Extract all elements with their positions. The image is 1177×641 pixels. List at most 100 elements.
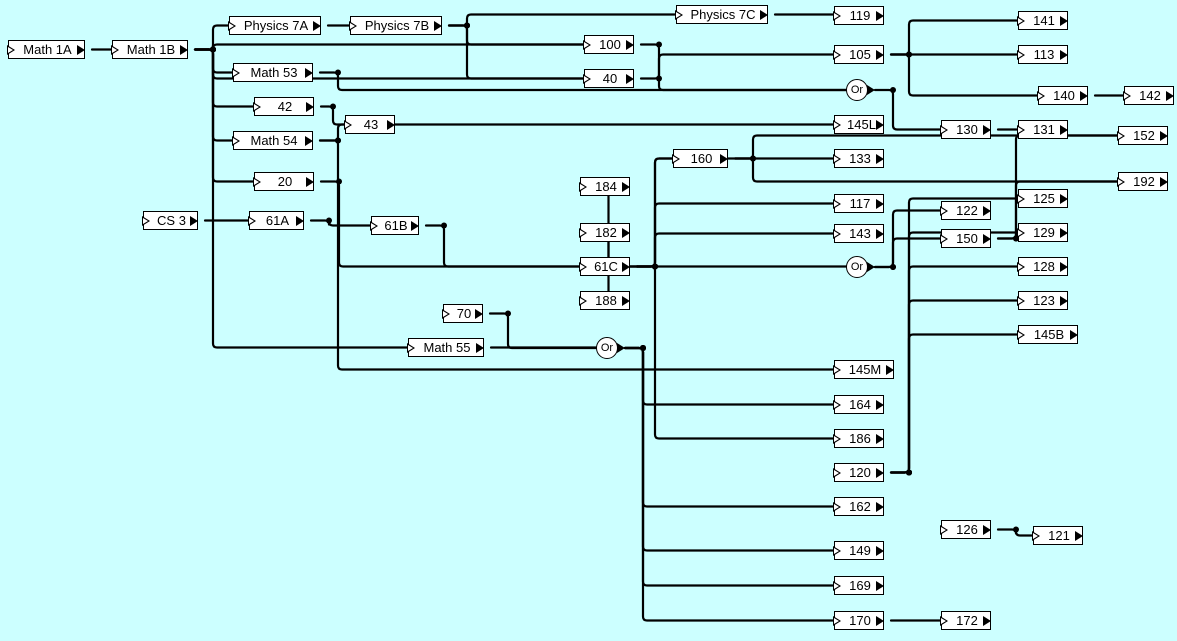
output-port-icon[interactable] bbox=[876, 50, 884, 60]
output-port-icon[interactable] bbox=[1070, 330, 1078, 340]
course-node-c20[interactable]: 20 bbox=[253, 172, 314, 191]
course-node-c40[interactable]: 40 bbox=[583, 69, 634, 88]
course-node-c172[interactable]: 172 bbox=[940, 611, 991, 630]
course-node-c119[interactable]: 119 bbox=[833, 6, 884, 25]
output-port-icon[interactable] bbox=[306, 102, 314, 112]
input-port-icon[interactable] bbox=[940, 234, 948, 244]
output-port-icon[interactable] bbox=[876, 400, 884, 410]
course-node-phys7a[interactable]: Physics 7A bbox=[228, 16, 321, 35]
output-port-icon[interactable] bbox=[867, 262, 875, 272]
input-port-icon[interactable] bbox=[940, 525, 948, 535]
input-port-icon[interactable] bbox=[228, 21, 236, 31]
course-node-c170[interactable]: 170 bbox=[833, 611, 884, 630]
course-node-c61b[interactable]: 61B bbox=[370, 216, 419, 235]
course-node-c160[interactable]: 160 bbox=[672, 149, 728, 168]
course-node-c164[interactable]: 164 bbox=[833, 395, 884, 414]
output-port-icon[interactable] bbox=[1075, 531, 1083, 541]
output-port-icon[interactable] bbox=[1060, 16, 1068, 26]
course-node-c105[interactable]: 105 bbox=[833, 45, 884, 64]
course-node-c150[interactable]: 150 bbox=[940, 229, 991, 248]
input-port-icon[interactable] bbox=[833, 11, 841, 21]
or-gate-or2[interactable]: Or bbox=[846, 256, 875, 278]
course-node-c188[interactable]: 188 bbox=[579, 291, 630, 310]
output-port-icon[interactable] bbox=[305, 136, 313, 146]
input-port-icon[interactable] bbox=[1017, 262, 1025, 272]
course-node-c70[interactable]: 70 bbox=[442, 304, 483, 323]
course-node-c121[interactable]: 121 bbox=[1032, 526, 1083, 545]
course-node-c145l[interactable]: 145L bbox=[833, 115, 884, 134]
output-port-icon[interactable] bbox=[306, 177, 314, 187]
input-port-icon[interactable] bbox=[833, 50, 841, 60]
output-port-icon[interactable] bbox=[876, 120, 884, 130]
course-node-c131[interactable]: 131 bbox=[1017, 120, 1068, 139]
input-port-icon[interactable] bbox=[833, 365, 841, 375]
course-node-c192[interactable]: 192 bbox=[1117, 172, 1168, 191]
input-port-icon[interactable] bbox=[1123, 91, 1131, 101]
output-port-icon[interactable] bbox=[876, 581, 884, 591]
input-port-icon[interactable] bbox=[1017, 16, 1025, 26]
input-port-icon[interactable] bbox=[579, 262, 587, 272]
input-port-icon[interactable] bbox=[253, 102, 261, 112]
output-port-icon[interactable] bbox=[760, 10, 768, 20]
course-node-c128[interactable]: 128 bbox=[1017, 257, 1068, 276]
input-port-icon[interactable] bbox=[407, 343, 415, 353]
output-port-icon[interactable] bbox=[1166, 91, 1174, 101]
input-port-icon[interactable] bbox=[370, 221, 378, 231]
output-port-icon[interactable] bbox=[387, 120, 395, 130]
input-port-icon[interactable] bbox=[583, 40, 591, 50]
output-port-icon[interactable] bbox=[1060, 262, 1068, 272]
output-port-icon[interactable] bbox=[1060, 296, 1068, 306]
input-port-icon[interactable] bbox=[833, 434, 841, 444]
course-node-c186[interactable]: 186 bbox=[833, 429, 884, 448]
course-node-c117[interactable]: 117 bbox=[833, 194, 884, 213]
course-node-c141[interactable]: 141 bbox=[1017, 11, 1068, 30]
input-port-icon[interactable] bbox=[111, 45, 119, 55]
course-node-c100[interactable]: 100 bbox=[583, 35, 634, 54]
output-port-icon[interactable] bbox=[622, 182, 630, 192]
input-port-icon[interactable] bbox=[248, 216, 256, 226]
input-port-icon[interactable] bbox=[579, 228, 587, 238]
output-port-icon[interactable] bbox=[77, 45, 85, 55]
output-port-icon[interactable] bbox=[876, 11, 884, 21]
course-node-c182[interactable]: 182 bbox=[579, 223, 630, 242]
input-port-icon[interactable] bbox=[1017, 125, 1025, 135]
course-node-c113[interactable]: 113 bbox=[1017, 45, 1068, 64]
course-node-c152[interactable]: 152 bbox=[1117, 126, 1168, 145]
input-port-icon[interactable] bbox=[833, 120, 841, 130]
output-port-icon[interactable] bbox=[1160, 177, 1168, 187]
course-node-c145b[interactable]: 145B bbox=[1017, 325, 1078, 344]
output-port-icon[interactable] bbox=[983, 525, 991, 535]
output-port-icon[interactable] bbox=[876, 229, 884, 239]
output-port-icon[interactable] bbox=[622, 228, 630, 238]
input-port-icon[interactable] bbox=[583, 74, 591, 84]
input-port-icon[interactable] bbox=[1017, 194, 1025, 204]
course-node-c140[interactable]: 140 bbox=[1037, 86, 1088, 105]
output-port-icon[interactable] bbox=[720, 154, 728, 164]
output-port-icon[interactable] bbox=[876, 434, 884, 444]
output-port-icon[interactable] bbox=[622, 296, 630, 306]
course-node-phys7b[interactable]: Physics 7B bbox=[349, 16, 442, 35]
course-node-c162[interactable]: 162 bbox=[833, 497, 884, 516]
input-port-icon[interactable] bbox=[1017, 228, 1025, 238]
input-port-icon[interactable] bbox=[253, 177, 261, 187]
course-node-math53[interactable]: Math 53 bbox=[232, 63, 313, 82]
output-port-icon[interactable] bbox=[1160, 131, 1168, 141]
course-node-c43[interactable]: 43 bbox=[344, 115, 395, 134]
input-port-icon[interactable] bbox=[1017, 50, 1025, 60]
output-port-icon[interactable] bbox=[983, 616, 991, 626]
output-port-icon[interactable] bbox=[305, 68, 313, 78]
input-port-icon[interactable] bbox=[833, 502, 841, 512]
input-port-icon[interactable] bbox=[940, 616, 948, 626]
course-node-c130[interactable]: 130 bbox=[940, 120, 991, 139]
course-node-c61a[interactable]: 61A bbox=[248, 211, 304, 230]
output-port-icon[interactable] bbox=[296, 216, 304, 226]
output-port-icon[interactable] bbox=[876, 154, 884, 164]
output-port-icon[interactable] bbox=[411, 221, 419, 231]
input-port-icon[interactable] bbox=[232, 68, 240, 78]
input-port-icon[interactable] bbox=[833, 229, 841, 239]
input-port-icon[interactable] bbox=[7, 45, 15, 55]
course-node-math1b[interactable]: Math 1B bbox=[111, 40, 188, 59]
course-node-math54[interactable]: Math 54 bbox=[232, 131, 313, 150]
output-port-icon[interactable] bbox=[876, 468, 884, 478]
course-node-c143[interactable]: 143 bbox=[833, 224, 884, 243]
